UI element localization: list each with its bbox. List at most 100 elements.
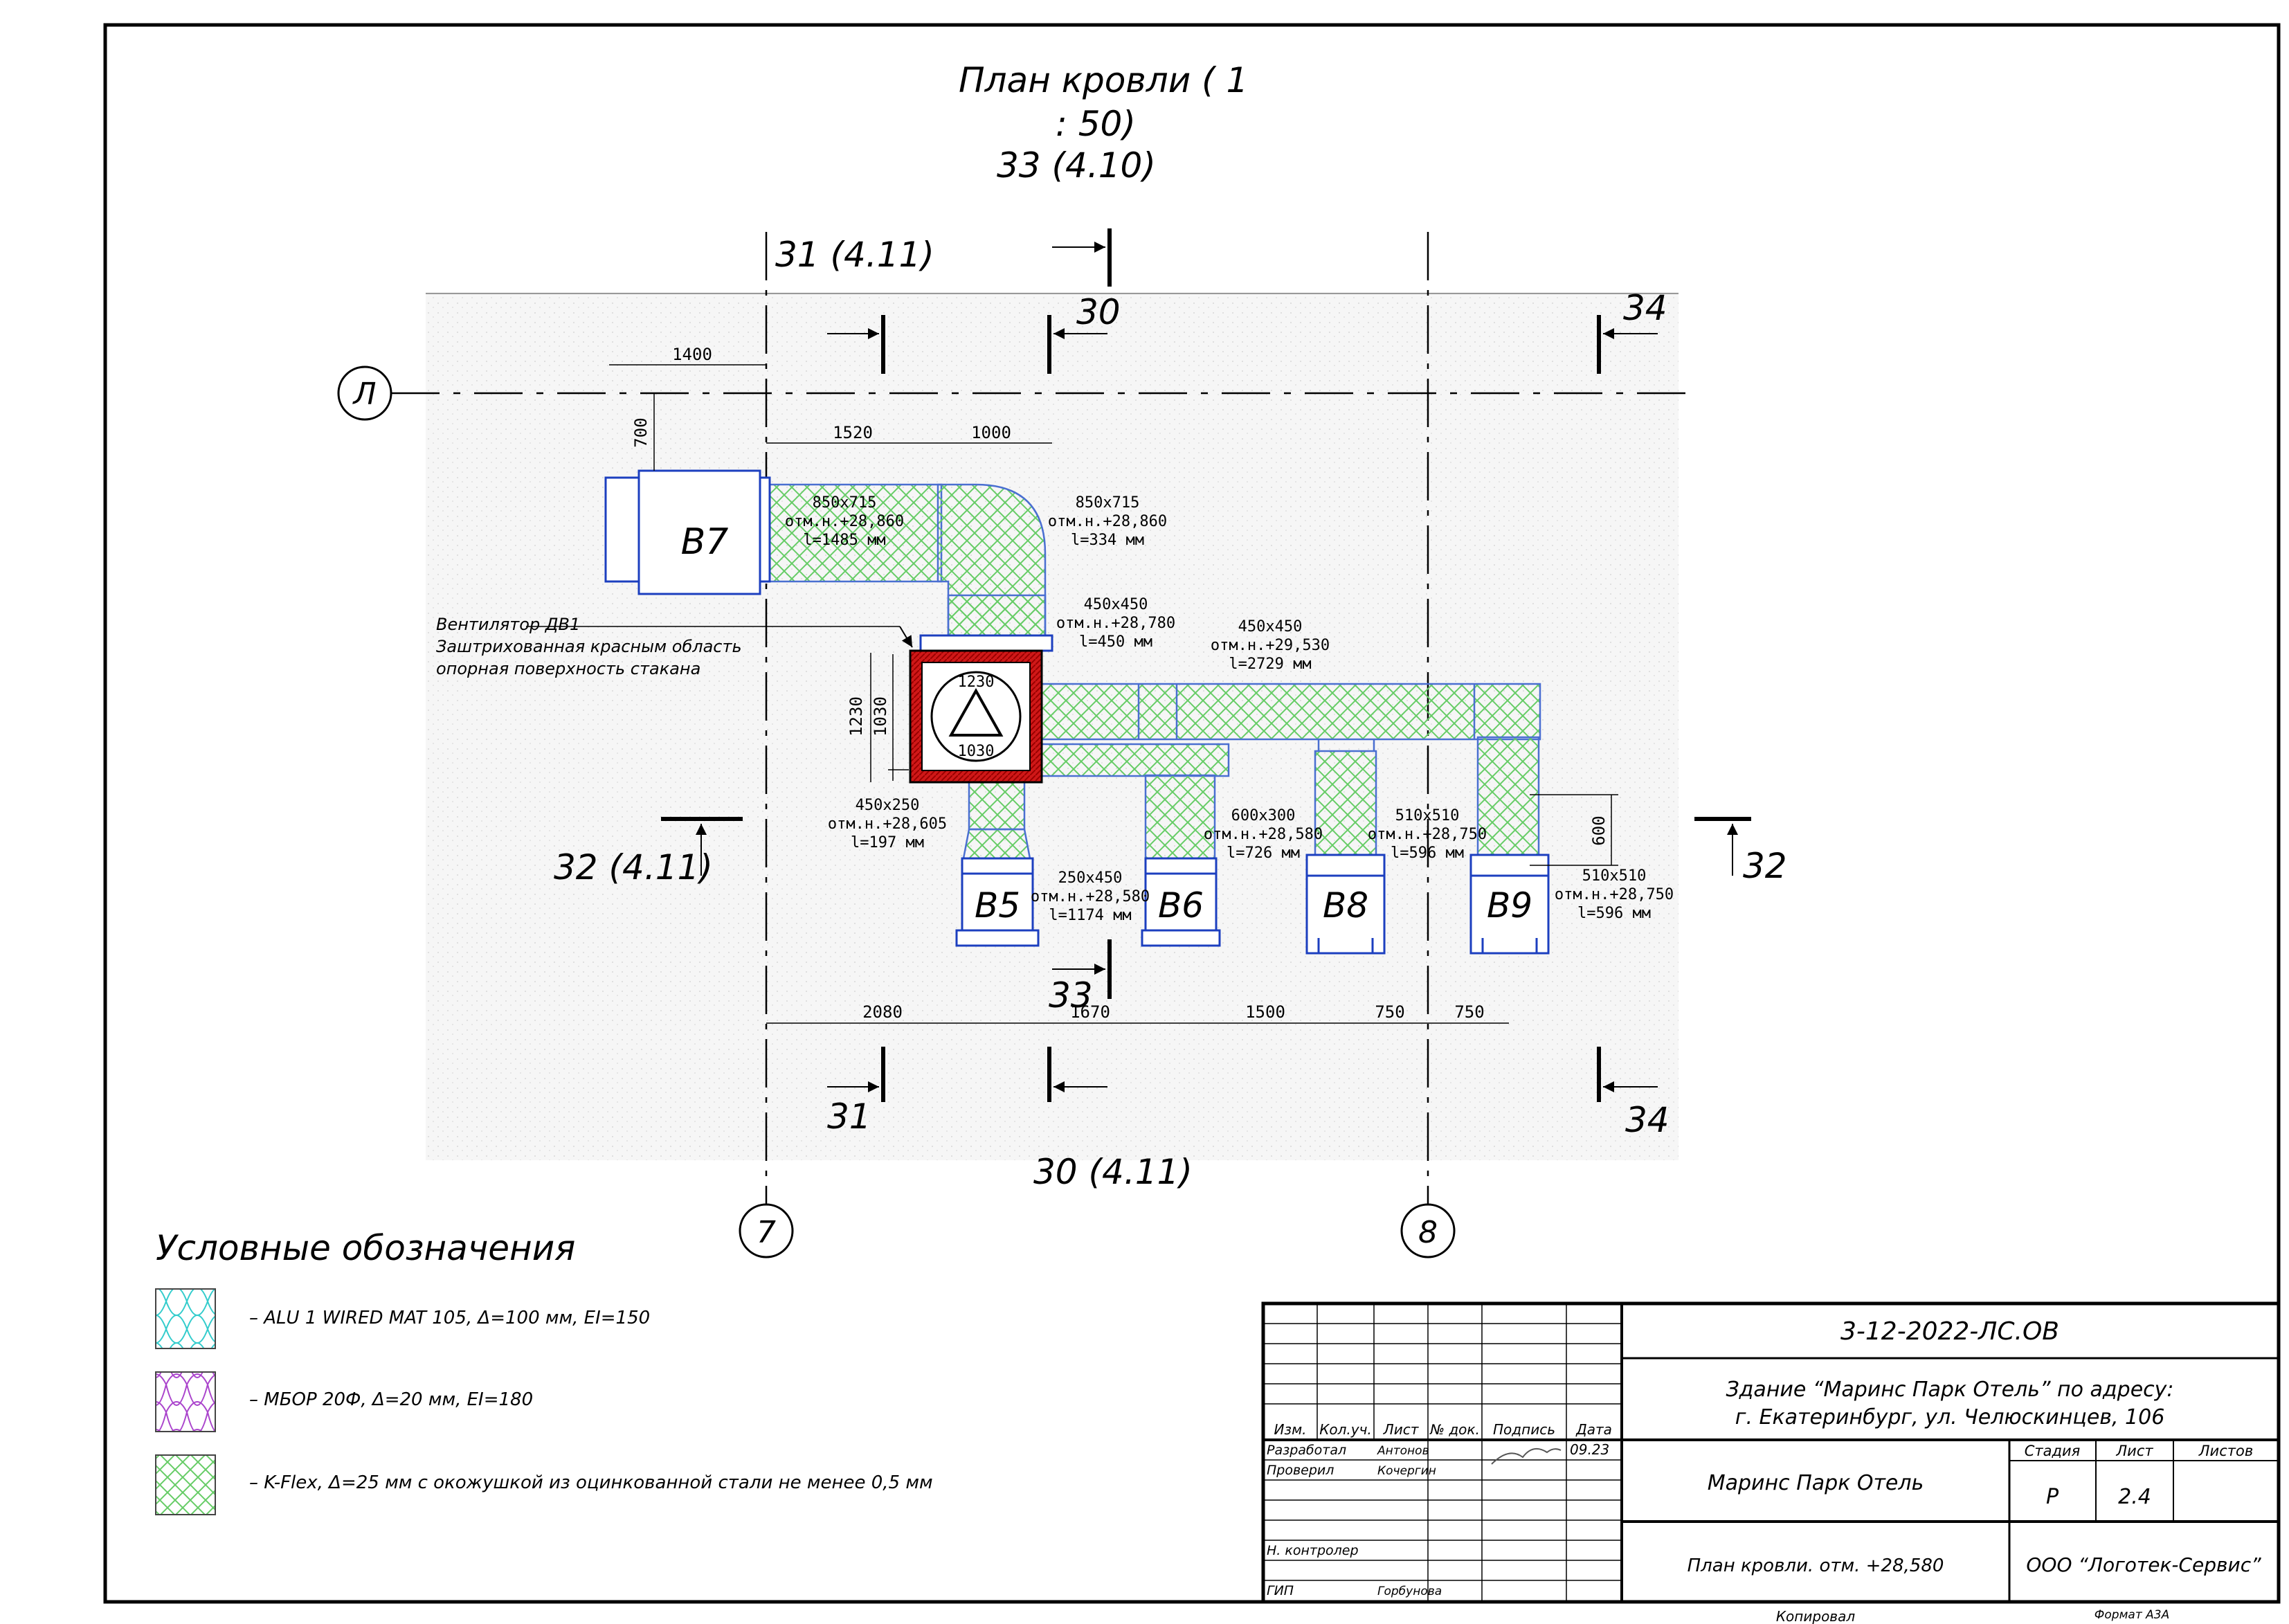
- duct-label-5: 450х250 отм.н.+28,605 l=197 мм: [828, 797, 947, 851]
- dim-1030-vertical: 1030: [871, 696, 890, 737]
- duct-label-1-size: 850х715: [813, 494, 877, 512]
- section-marker-33-top: [1052, 228, 1112, 287]
- duct-label-5-size: 450х250: [856, 797, 920, 814]
- stamp-col-stage: Стадия: [2025, 1443, 2081, 1459]
- duct-510x510-b9: [1476, 736, 1540, 856]
- duct-label-6-elev: отм.н.+28,580: [1031, 888, 1150, 905]
- duct-label-2-elev: отм.н.+28,860: [1048, 513, 1167, 530]
- duct-450x450-main: [1040, 683, 1541, 741]
- duct-label-8-elev: отм.н.+28,750: [1368, 826, 1487, 843]
- section-marker-33-mid: 33: [1049, 939, 1112, 1016]
- stamp-company: ООО “Логотек-Сервис”: [2026, 1553, 2261, 1576]
- title-block: [1261, 1301, 2281, 1604]
- dim-1500: 1500: [1245, 1002, 1285, 1022]
- unit-B5-label: В5: [975, 885, 1020, 926]
- title-line2: : 50): [1056, 104, 1136, 144]
- duct-label-2: 850х715 отм.н.+28,860 l=334 мм: [1048, 494, 1167, 549]
- stamp-copied: Копировал: [1776, 1608, 1855, 1624]
- legend-swatch-kflex: [155, 1454, 216, 1515]
- dim-600: 600: [1589, 815, 1609, 845]
- duct-label-5-elev: отм.н.+28,605: [828, 815, 947, 833]
- duct-network: [767, 483, 1541, 860]
- axis-7-bubble: [739, 1203, 794, 1258]
- duct-label-5-len: l=197 мм: [851, 834, 924, 851]
- duct-label-8-size: 510х510: [1395, 807, 1460, 824]
- duct-510x510-b8: [1314, 750, 1377, 856]
- stamp-format: Формат А3А: [2095, 1608, 2169, 1622]
- unit-B6-label: В6: [1158, 885, 1204, 926]
- stamp-name-checker: Кочергин: [1377, 1464, 1436, 1478]
- sheet-frame: [103, 23, 2281, 1604]
- section-31-bottom-label: 31: [827, 1097, 871, 1137]
- duct-850x715-a: [767, 483, 943, 583]
- title-line1: План кровли ( 1: [959, 60, 1248, 100]
- duct-label-2-len: l=334 мм: [1071, 532, 1144, 549]
- unit-B6: В6: [1141, 857, 1221, 947]
- dimension-lines: [609, 364, 1618, 1024]
- duct-b5-transition: [962, 828, 1031, 860]
- duct-label-7: 600х300 отм.н.+28,580 l=726 мм: [1204, 807, 1323, 862]
- section-marker-34-bottom: 34: [1597, 1047, 1670, 1140]
- duct-label-2-size: 850х715: [1076, 494, 1140, 512]
- duct-label-1-len: l=1485 мм: [803, 532, 885, 549]
- stamp-building-line2: г. Екатеринбург, ул. Челюскинцев, 106: [1735, 1405, 2165, 1429]
- stamp-col-sheets: Листов: [2198, 1443, 2253, 1459]
- axis-8-label: 8: [1418, 1215, 1438, 1250]
- dim-2080: 2080: [862, 1002, 903, 1022]
- stamp-stage: Р: [2046, 1485, 2059, 1509]
- axis-7-label: 7: [757, 1215, 776, 1250]
- axis-L-label: Л: [352, 377, 376, 412]
- duct-label-1: 850х715 отм.н.+28,860 l=1485 мм: [785, 494, 904, 549]
- duct-label-7-size: 600х300: [1231, 807, 1296, 824]
- unit-B7-label: В7: [681, 521, 729, 563]
- legend-item-1: – ALU 1 WIRED MAT 105, Δ=100 мм, EI=150: [249, 1308, 650, 1328]
- section-marker-30-bottom: [1047, 1047, 1107, 1102]
- section-marker-30-top: 30: [1047, 292, 1121, 374]
- stamp-col-sheet: Лист: [2115, 1443, 2153, 1459]
- unit-B7: В7: [604, 469, 771, 595]
- stamp-header-date: Дата: [1575, 1421, 1612, 1438]
- dim-1030-inner: 1030: [958, 743, 995, 760]
- legend-swatch-alu: [155, 1288, 216, 1349]
- unit-B5: В5: [955, 857, 1040, 947]
- section-30-4-11: 30 (4.11): [1033, 1152, 1193, 1192]
- section-marker-31-top: [827, 315, 885, 374]
- signature-scribble: [1491, 1447, 1562, 1465]
- duct-label-4: 450х450 отм.н.+29,530 l=2729 мм: [1211, 618, 1330, 673]
- section-33-4-10: 33 (4.10): [997, 145, 1156, 186]
- fan-note: Вентилятор ДВ1 Заштрихованная красным об…: [436, 615, 913, 678]
- dim-700: 700: [631, 417, 651, 447]
- section-marker-32-right: 32: [1694, 817, 1787, 886]
- duct-450x450-vertical: [947, 594, 1047, 638]
- duct-label-3-elev: отм.н.+28,780: [1056, 615, 1175, 632]
- fan-note-line2: Заштрихованная красным область: [436, 637, 742, 656]
- duct-label-9-size: 510х510: [1582, 867, 1647, 885]
- section-marker-31-bottom: 31: [827, 1047, 885, 1137]
- stamp-header-izm: Изм.: [1274, 1421, 1306, 1438]
- stamp-role-developed: Разработал: [1267, 1443, 1346, 1458]
- duct-label-3-len: l=450 мм: [1079, 633, 1152, 651]
- stamp-sheet: 2.4: [2118, 1485, 2151, 1509]
- legend-item-2: – МБОР 20Ф, Δ=20 мм, EI=180: [249, 1389, 533, 1410]
- section-33-mid-label: 33: [1049, 975, 1093, 1016]
- stamp-drawing-title: План кровли. отм. +28,580: [1688, 1555, 1944, 1576]
- duct-label-9-elev: отм.н.+28,750: [1555, 886, 1674, 903]
- stamp-header-sign: Подпись: [1493, 1421, 1555, 1438]
- duct-label-8: 510х510 отм.н.+28,750 l=596 мм: [1368, 807, 1487, 862]
- duct-250x450: [1040, 743, 1230, 777]
- duct-label-1-elev: отм.н.+28,860: [785, 513, 904, 530]
- dim-1520: 1520: [833, 423, 873, 442]
- fan-note-line3: опорная поверхность стакана: [436, 659, 700, 678]
- duct-label-6-len: l=1174 мм: [1049, 907, 1131, 924]
- dim-1670: 1670: [1070, 1002, 1110, 1022]
- duct-label-7-elev: отм.н.+28,580: [1204, 826, 1323, 843]
- dim-1230-inner: 1230: [958, 674, 995, 691]
- stamp-date: 09.23: [1570, 1441, 1609, 1458]
- duct-label-7-len: l=726 мм: [1227, 845, 1300, 862]
- duct-600x300: [1144, 774, 1216, 860]
- dim-1400: 1400: [672, 345, 712, 364]
- section-marker-34-top: 34: [1597, 288, 1667, 374]
- unit-B9-label: В9: [1487, 885, 1532, 926]
- stamp-code: 3-12-2022-ЛС.ОВ: [1840, 1317, 2059, 1346]
